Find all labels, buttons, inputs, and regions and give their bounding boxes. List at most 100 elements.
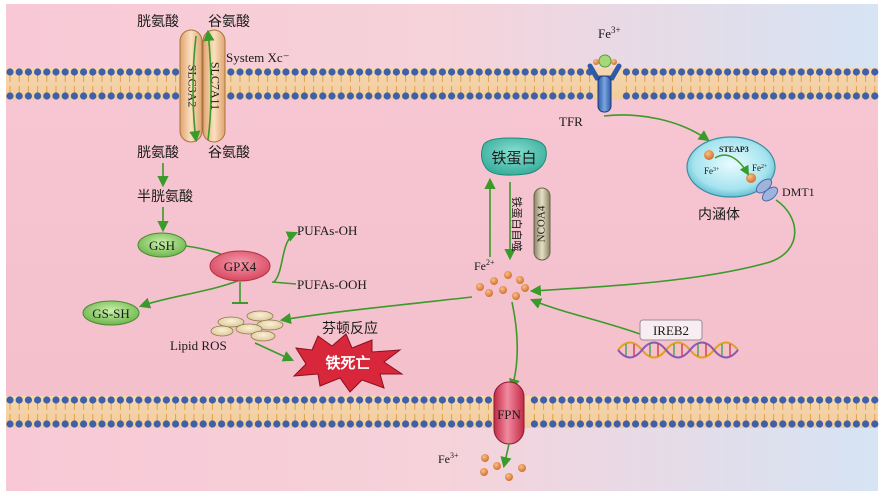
lipid-head xyxy=(254,420,262,428)
lipid-head xyxy=(227,420,235,428)
lipid-head xyxy=(650,396,658,404)
lipid-head xyxy=(586,396,594,404)
lipid-head xyxy=(549,68,557,76)
lipid-head xyxy=(98,92,106,100)
lipid-particle xyxy=(210,325,234,337)
pufas-ooh-to-oh-arrow xyxy=(273,231,299,283)
iron-ion xyxy=(518,464,526,472)
lipid-head xyxy=(43,68,51,76)
iron-pool-to-fpn-arrow xyxy=(509,301,520,391)
lipid-head xyxy=(475,68,483,76)
lipid-head xyxy=(374,396,382,404)
glutamate-export-arrow xyxy=(203,29,215,141)
lipid-head xyxy=(733,396,741,404)
lipid-head xyxy=(116,92,124,100)
lipid-head xyxy=(126,92,134,100)
lipid-head xyxy=(70,420,78,428)
lipid-head xyxy=(714,396,723,404)
iron-ion xyxy=(499,286,507,294)
lipid-head xyxy=(172,396,180,404)
ferritinophagy-label: 铁蛋白自噬 xyxy=(510,197,524,252)
lipid-head xyxy=(558,396,566,404)
dna-helix xyxy=(617,341,739,359)
glutamate-outside-label: 谷氨酸 xyxy=(208,14,250,30)
lipid-head xyxy=(420,68,428,76)
lipid-head xyxy=(742,68,750,76)
lipid-head xyxy=(411,68,419,76)
lipid-head xyxy=(374,68,382,76)
pufas-ooh-label: PUFAs-OOH xyxy=(297,277,367,292)
lipid-head xyxy=(843,92,851,100)
lipid-head xyxy=(641,68,649,76)
lipid-head xyxy=(834,68,842,76)
lipid-head xyxy=(162,420,170,428)
lipid-head xyxy=(678,396,686,404)
lipid-head xyxy=(659,420,667,428)
lipid-head xyxy=(705,420,713,428)
lipid-head xyxy=(429,68,437,76)
lipid-head xyxy=(632,68,640,76)
iron-ion xyxy=(512,292,520,300)
lipid-head xyxy=(705,68,713,76)
lipid-head xyxy=(153,396,161,404)
lipid-head xyxy=(172,92,180,100)
lipid-head xyxy=(742,92,750,100)
lipid-head xyxy=(788,396,796,404)
lipid-head xyxy=(632,92,640,100)
lipid-head xyxy=(576,68,585,76)
lipid-ros-cluster xyxy=(210,310,284,342)
lipid-head xyxy=(696,420,704,428)
lipid-head xyxy=(530,68,539,76)
lipid-head xyxy=(365,420,373,428)
ferritin-label: 铁蛋白 xyxy=(491,149,536,167)
lipid-head xyxy=(567,92,575,100)
transferrin-receptor xyxy=(587,54,622,113)
lipid-head xyxy=(356,92,364,100)
lipid-head xyxy=(273,92,281,100)
lipid-head xyxy=(852,420,861,428)
lipid-head xyxy=(374,420,382,428)
lipid-head xyxy=(162,68,170,76)
lipid-head xyxy=(328,396,336,404)
lipid-head xyxy=(696,92,704,100)
iron-ion xyxy=(480,468,488,476)
lipid-head xyxy=(540,420,548,428)
lipid-head xyxy=(245,396,253,404)
lipid-head xyxy=(135,396,143,404)
lipid-head xyxy=(383,92,391,100)
lipid-head xyxy=(871,92,879,100)
lipid-head xyxy=(153,92,161,100)
lipid-head xyxy=(687,68,695,76)
lipid-head xyxy=(80,92,88,100)
lipid-head xyxy=(52,396,60,404)
lipid-head xyxy=(70,92,78,100)
lipid-head xyxy=(567,396,575,404)
lipid-head xyxy=(668,92,677,100)
lipid-head xyxy=(650,68,658,76)
lipid-head xyxy=(24,68,32,76)
lipid-head xyxy=(365,92,373,100)
endosome-fe2-label: Fe2+ xyxy=(752,163,768,173)
lipid-head xyxy=(52,92,60,100)
lipid-head xyxy=(245,92,253,100)
lipid-head xyxy=(80,396,88,404)
lipid-head xyxy=(15,92,23,100)
lipid-head xyxy=(567,420,575,428)
lipid-head xyxy=(512,68,520,76)
lipid-head xyxy=(61,68,69,76)
lipid-head xyxy=(613,396,621,404)
lipid-head xyxy=(420,396,428,404)
lipid-head xyxy=(760,420,769,428)
lipid-head xyxy=(227,68,235,76)
lipid-head xyxy=(236,396,244,404)
lipid-head xyxy=(714,92,723,100)
lipid-head xyxy=(457,420,465,428)
lipid-head xyxy=(300,92,308,100)
lipid-head xyxy=(52,420,60,428)
lipid-head xyxy=(328,420,336,428)
lipid-head xyxy=(457,92,465,100)
lipid-head xyxy=(770,396,778,404)
lipid-head xyxy=(199,396,207,404)
lipid-head xyxy=(622,396,631,404)
lipid-head xyxy=(282,68,290,76)
